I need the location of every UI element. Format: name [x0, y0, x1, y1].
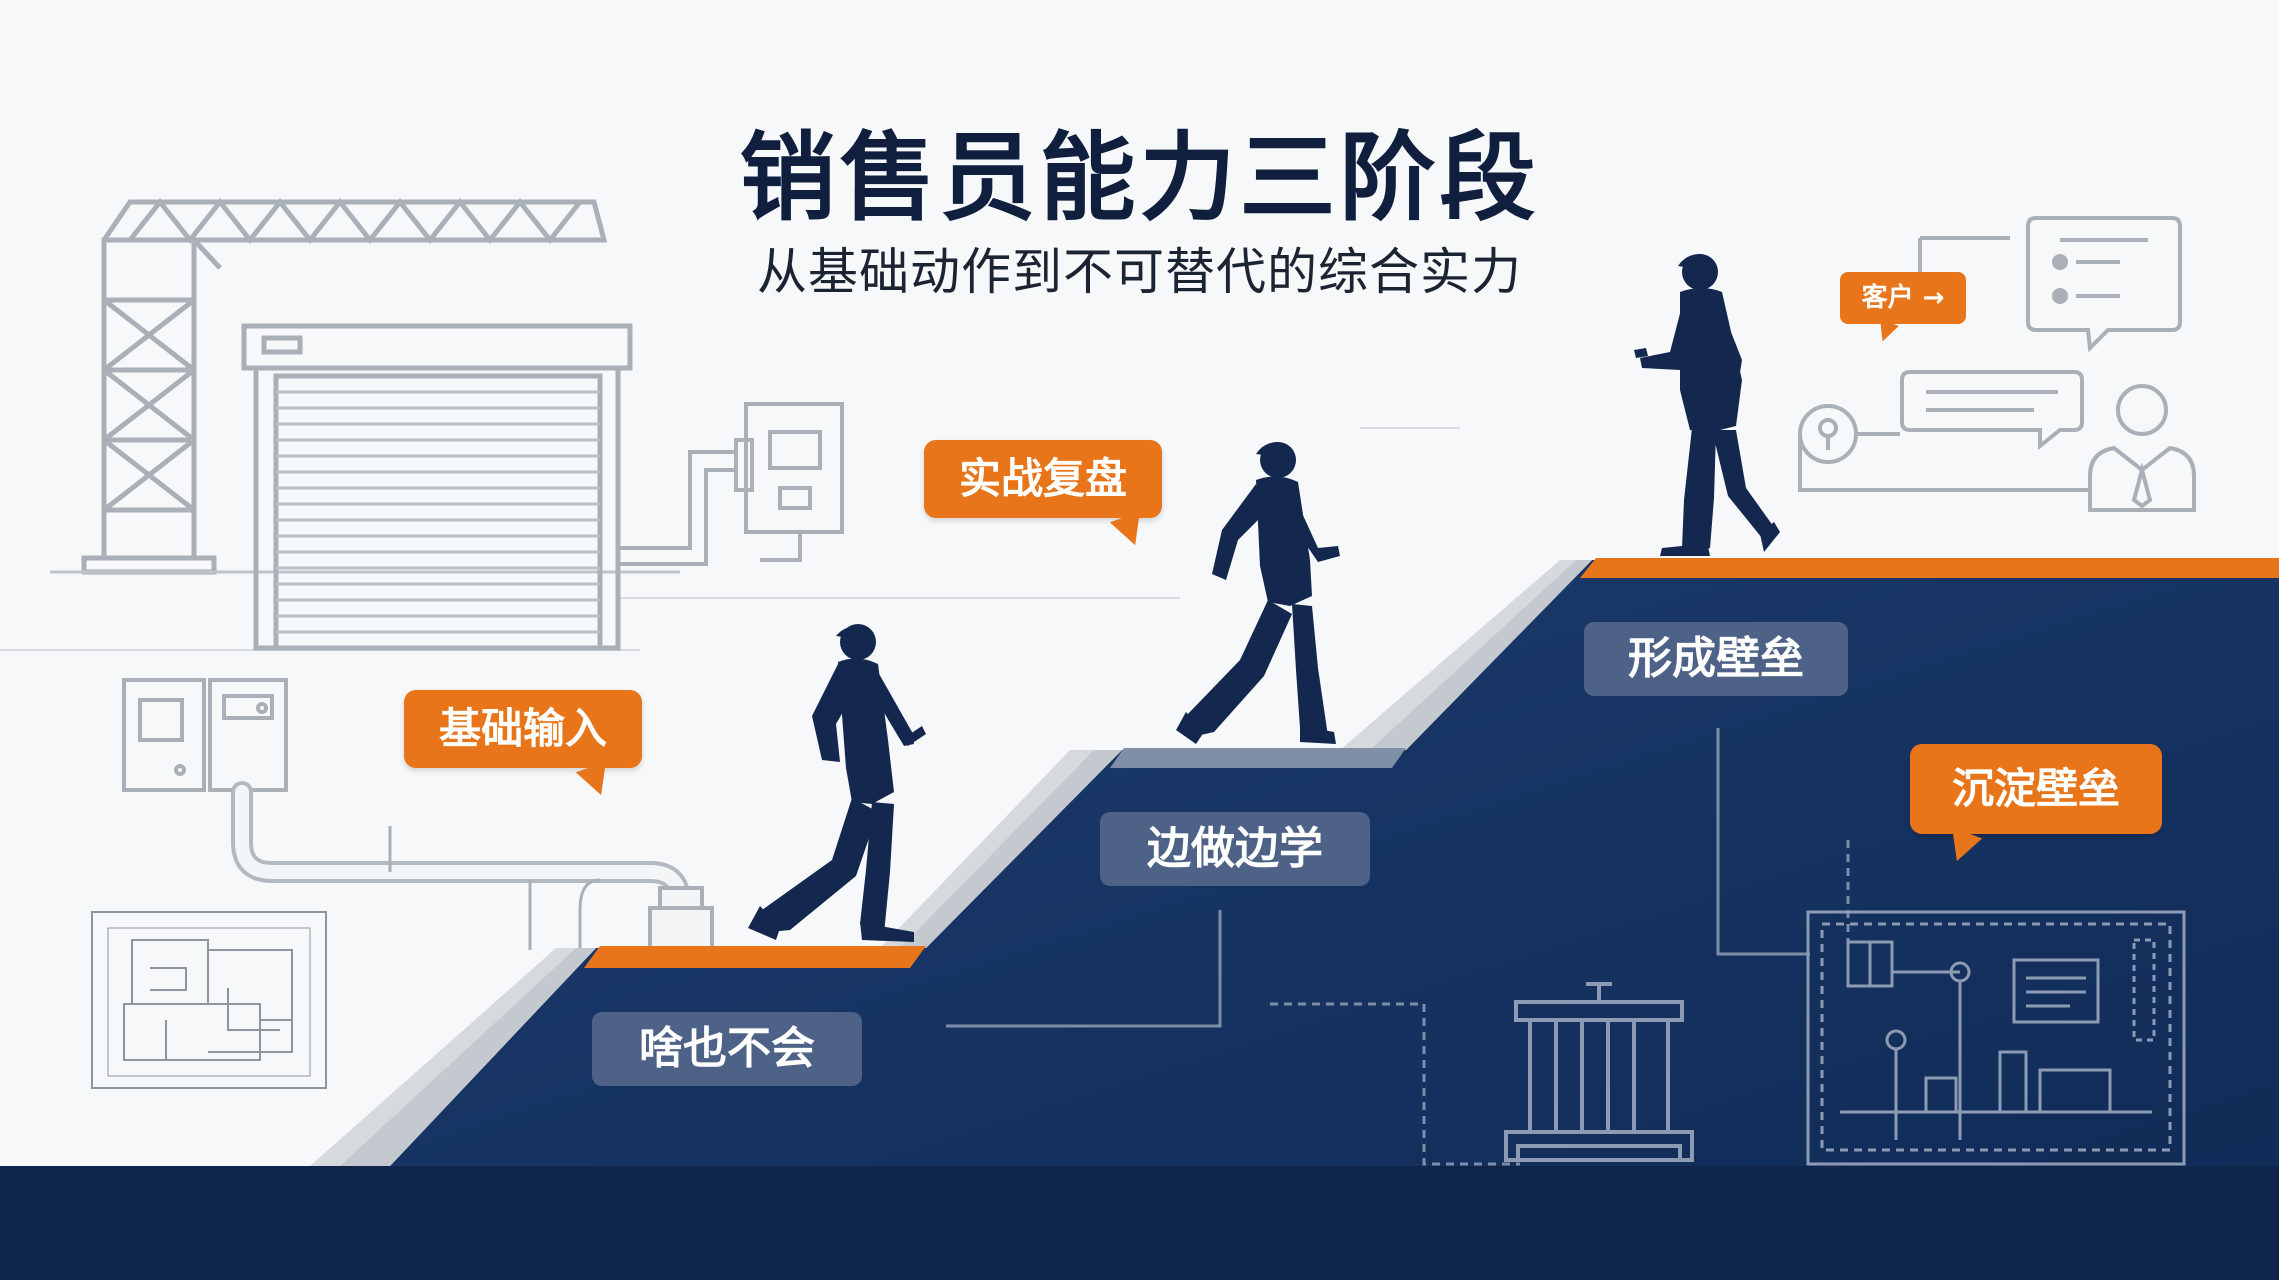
background-lines	[0, 427, 1460, 651]
navy-ground	[0, 560, 2279, 1280]
warehouse-icon	[241, 323, 633, 651]
process-tag-build-moat: 沉淀壁垒	[1910, 744, 2162, 867]
connector-lines	[946, 728, 1850, 1166]
customer-tag-label: 客户 →	[1861, 283, 1945, 313]
chat-bubble-icon	[1900, 216, 2182, 451]
salesman-expert-figure	[1634, 254, 1780, 556]
machine-icon	[1504, 982, 1694, 1162]
step-landings	[584, 558, 2279, 968]
valve-icon	[648, 886, 714, 956]
page-title: 销售员能力三阶段	[739, 122, 1540, 234]
salesman-intermediate-figure	[1176, 442, 1340, 744]
process-tag-practice-review: 实战复盘	[924, 440, 1162, 551]
staircase-slopes	[310, 560, 1592, 1166]
location-pin-icon	[1798, 404, 2090, 492]
crane-icon	[81, 197, 608, 575]
stage-label-learning: 边做边学	[1100, 812, 1370, 886]
circuit-blueprint-icon	[1806, 910, 2186, 1166]
pipe-branch	[388, 826, 601, 950]
customer-tag: 客户 →	[1840, 272, 1966, 345]
stage-label-novice: 啥也不会	[592, 1012, 862, 1086]
process-tag-basic-input: 基础输入	[404, 690, 642, 801]
process-tag-label: 实战复盘	[958, 454, 1127, 503]
stage-label-moat: 形成壁垒	[1584, 622, 1848, 696]
control-panel-icon	[122, 678, 288, 792]
page-subtitle: 从基础动作到不可替代的综合实力	[757, 243, 1522, 301]
salesman-beginner-figure	[748, 624, 926, 942]
floor-band	[0, 1166, 2279, 1280]
process-tag-label: 基础输入	[438, 704, 607, 753]
blueprint-icon	[91, 911, 327, 1089]
process-tag-label: 沉淀壁垒	[1951, 764, 2120, 813]
pipe-icon	[231, 781, 691, 923]
pipe-inner	[235, 785, 687, 919]
roller-door-slats	[276, 390, 600, 634]
customer-avatar-icon	[2088, 384, 2196, 512]
electrical-cabinet-icon	[620, 402, 844, 566]
